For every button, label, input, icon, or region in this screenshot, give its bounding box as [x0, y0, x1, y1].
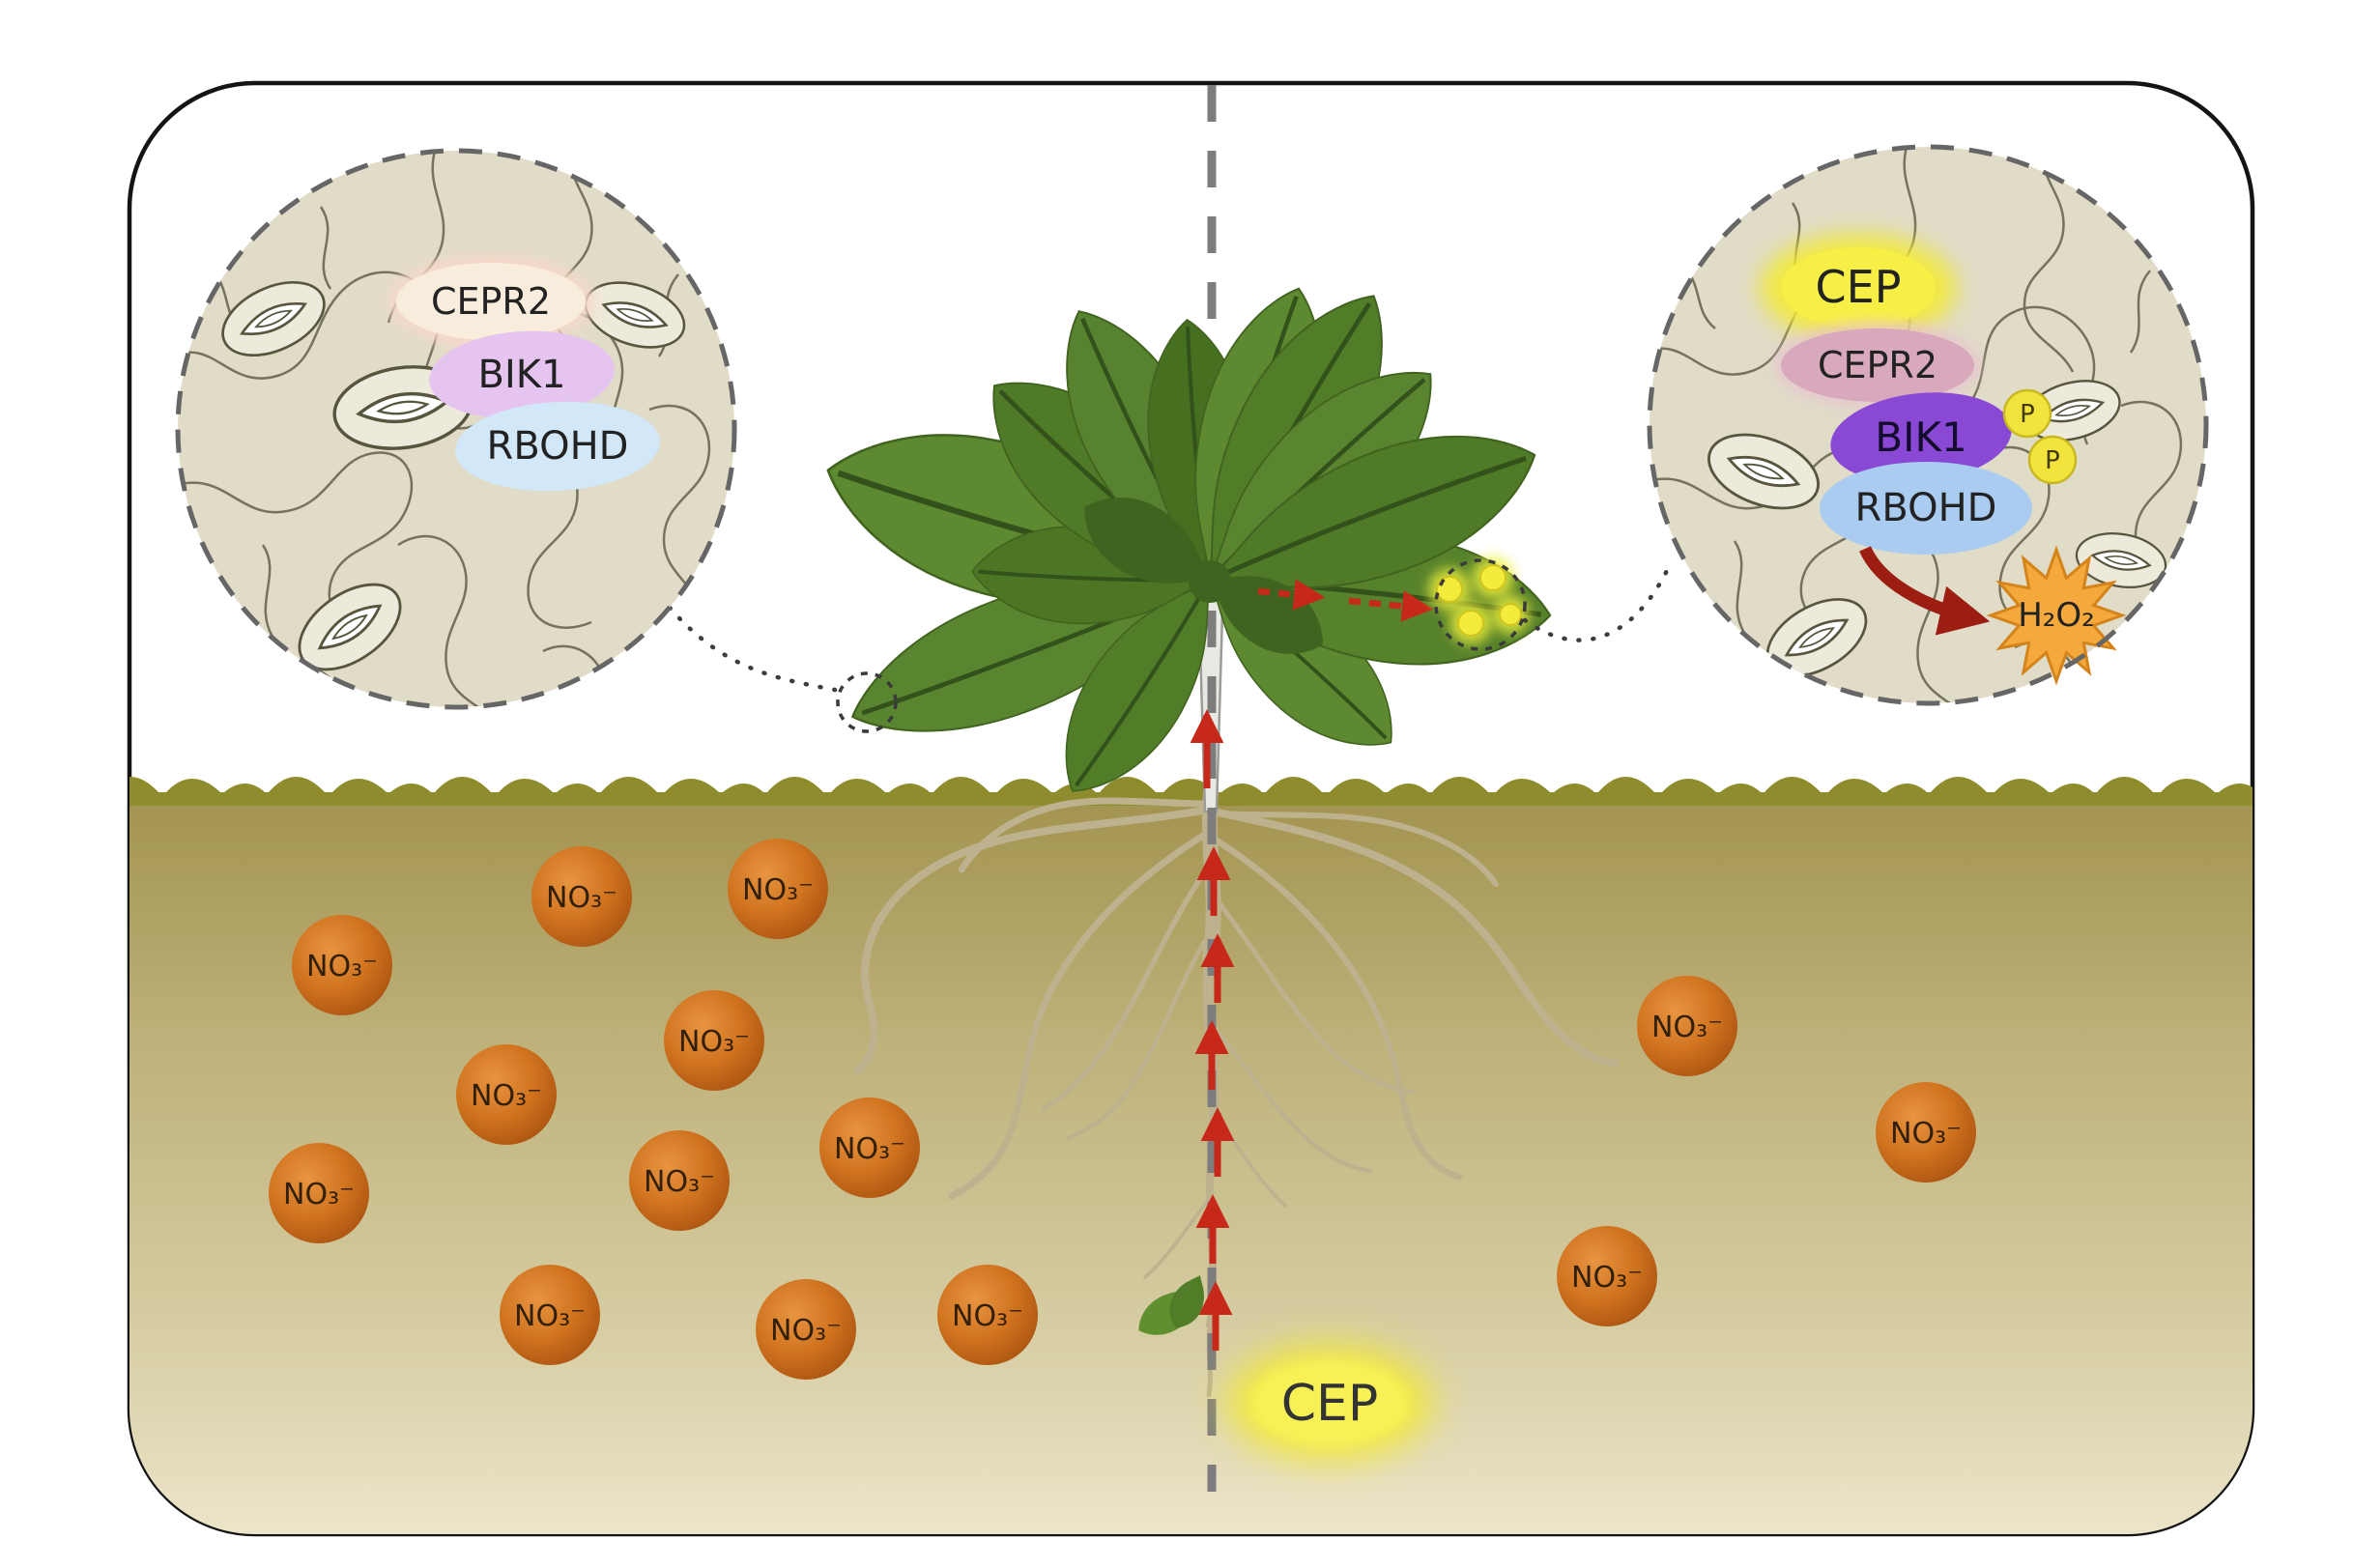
- signal-dots: [1428, 556, 1530, 651]
- left-inset: CEPR2 BIK1 RBOHD: [175, 148, 737, 710]
- phospho-label: P: [2020, 400, 2035, 429]
- connector-right: [1522, 557, 1675, 642]
- nitrate-molecule: NO₃⁻: [728, 839, 828, 939]
- nitrate-label: NO₃⁻: [644, 1165, 715, 1199]
- left-bik1-label: BIK1: [478, 353, 566, 397]
- nitrate-molecule: NO₃⁻: [292, 915, 392, 1015]
- nitrate-molecule: NO₃⁻: [500, 1265, 600, 1365]
- right-inset: CEP CEPR2 BIK1 P P RBOHD H₂O₂: [1647, 144, 2209, 706]
- nitrate-label: NO₃⁻: [283, 1178, 355, 1212]
- right-rbohd-label: RBOHD: [1855, 486, 1997, 530]
- nitrate-label: NO₃⁻: [1890, 1117, 1962, 1151]
- nitrate-molecule: NO₃⁻: [1557, 1226, 1657, 1326]
- nitrate-molecule: NO₃⁻: [629, 1130, 730, 1231]
- phospho-badge: [2027, 435, 2078, 485]
- right-inset-border: [1647, 144, 2209, 706]
- connector-left: [667, 605, 838, 693]
- nitrate-label: NO₃⁻: [952, 1299, 1023, 1333]
- right-inset-proteins: CEP CEPR2 BIK1 P P RBOHD H₂O₂: [1760, 234, 2127, 686]
- left-inset-border: [175, 148, 737, 710]
- nitrate-label: NO₃⁻: [471, 1079, 542, 1113]
- nitrate-label: NO₃⁻: [834, 1132, 905, 1166]
- rosette-center: [1189, 560, 1231, 603]
- nitrate-molecule: NO₃⁻: [531, 846, 632, 947]
- plant-rosette: [805, 266, 1559, 819]
- nitrate-label: NO₃⁻: [1571, 1261, 1643, 1295]
- left-leaf-callout-circle: [836, 671, 898, 733]
- nitrate-field: NO₃⁻ NO₃⁻ NO₃⁻ NO₃⁻ NO₃⁻ NO₃⁻ NO₃⁻ NO₃⁻ …: [269, 839, 1976, 1380]
- left-inset-proteins: CEPR2 BIK1 RBOHD: [387, 253, 660, 492]
- nitrate-label: NO₃⁻: [306, 950, 378, 984]
- right-bik1-label: BIK1: [1875, 413, 1966, 461]
- left-cepr2-label: CEPR2: [431, 280, 551, 323]
- nitrate-molecule: NO₃⁻: [456, 1044, 557, 1145]
- nitrate-molecule: NO₃⁻: [756, 1279, 856, 1380]
- upward-flow-arrows: [1190, 709, 1235, 1351]
- h2o2-burst: [1986, 545, 2127, 686]
- shoot-signal-arrows: [1257, 579, 1434, 622]
- nitrate-molecule: NO₃⁻: [937, 1265, 1038, 1365]
- cep-signal-soil: CEP: [1225, 1343, 1434, 1463]
- signal-dots-callout-circle: [1434, 558, 1527, 651]
- left-rbohd-label: RBOHD: [487, 424, 629, 469]
- right-cep-label: CEP: [1816, 261, 1902, 313]
- soil-surface: [129, 761, 2253, 806]
- nitrate-label: NO₃⁻: [742, 873, 814, 907]
- nitrate-molecule: NO₃⁻: [1637, 976, 1737, 1076]
- right-cepr2-label: CEPR2: [1818, 344, 1937, 386]
- nitrate-label: NO₃⁻: [678, 1025, 750, 1059]
- cep-soil-label: CEP: [1281, 1375, 1379, 1433]
- nitrate-molecule: NO₃⁻: [819, 1098, 920, 1198]
- nitrate-label: NO₃⁻: [1651, 1011, 1723, 1044]
- nitrate-label: NO₃⁻: [514, 1299, 586, 1333]
- phospho-label: P: [2045, 446, 2060, 475]
- nitrate-molecule: NO₃⁻: [269, 1143, 369, 1243]
- nitrate-molecule: NO₃⁻: [664, 990, 764, 1091]
- nitrate-label: NO₃⁻: [770, 1314, 842, 1348]
- phospho-badge: [2002, 388, 2052, 439]
- rbohd-h2o2-arrow: [1859, 546, 1991, 636]
- nitrate-label: NO₃⁻: [546, 881, 617, 915]
- nitrate-molecule: NO₃⁻: [1876, 1082, 1976, 1183]
- h2o2-label: H₂O₂: [2018, 596, 2095, 635]
